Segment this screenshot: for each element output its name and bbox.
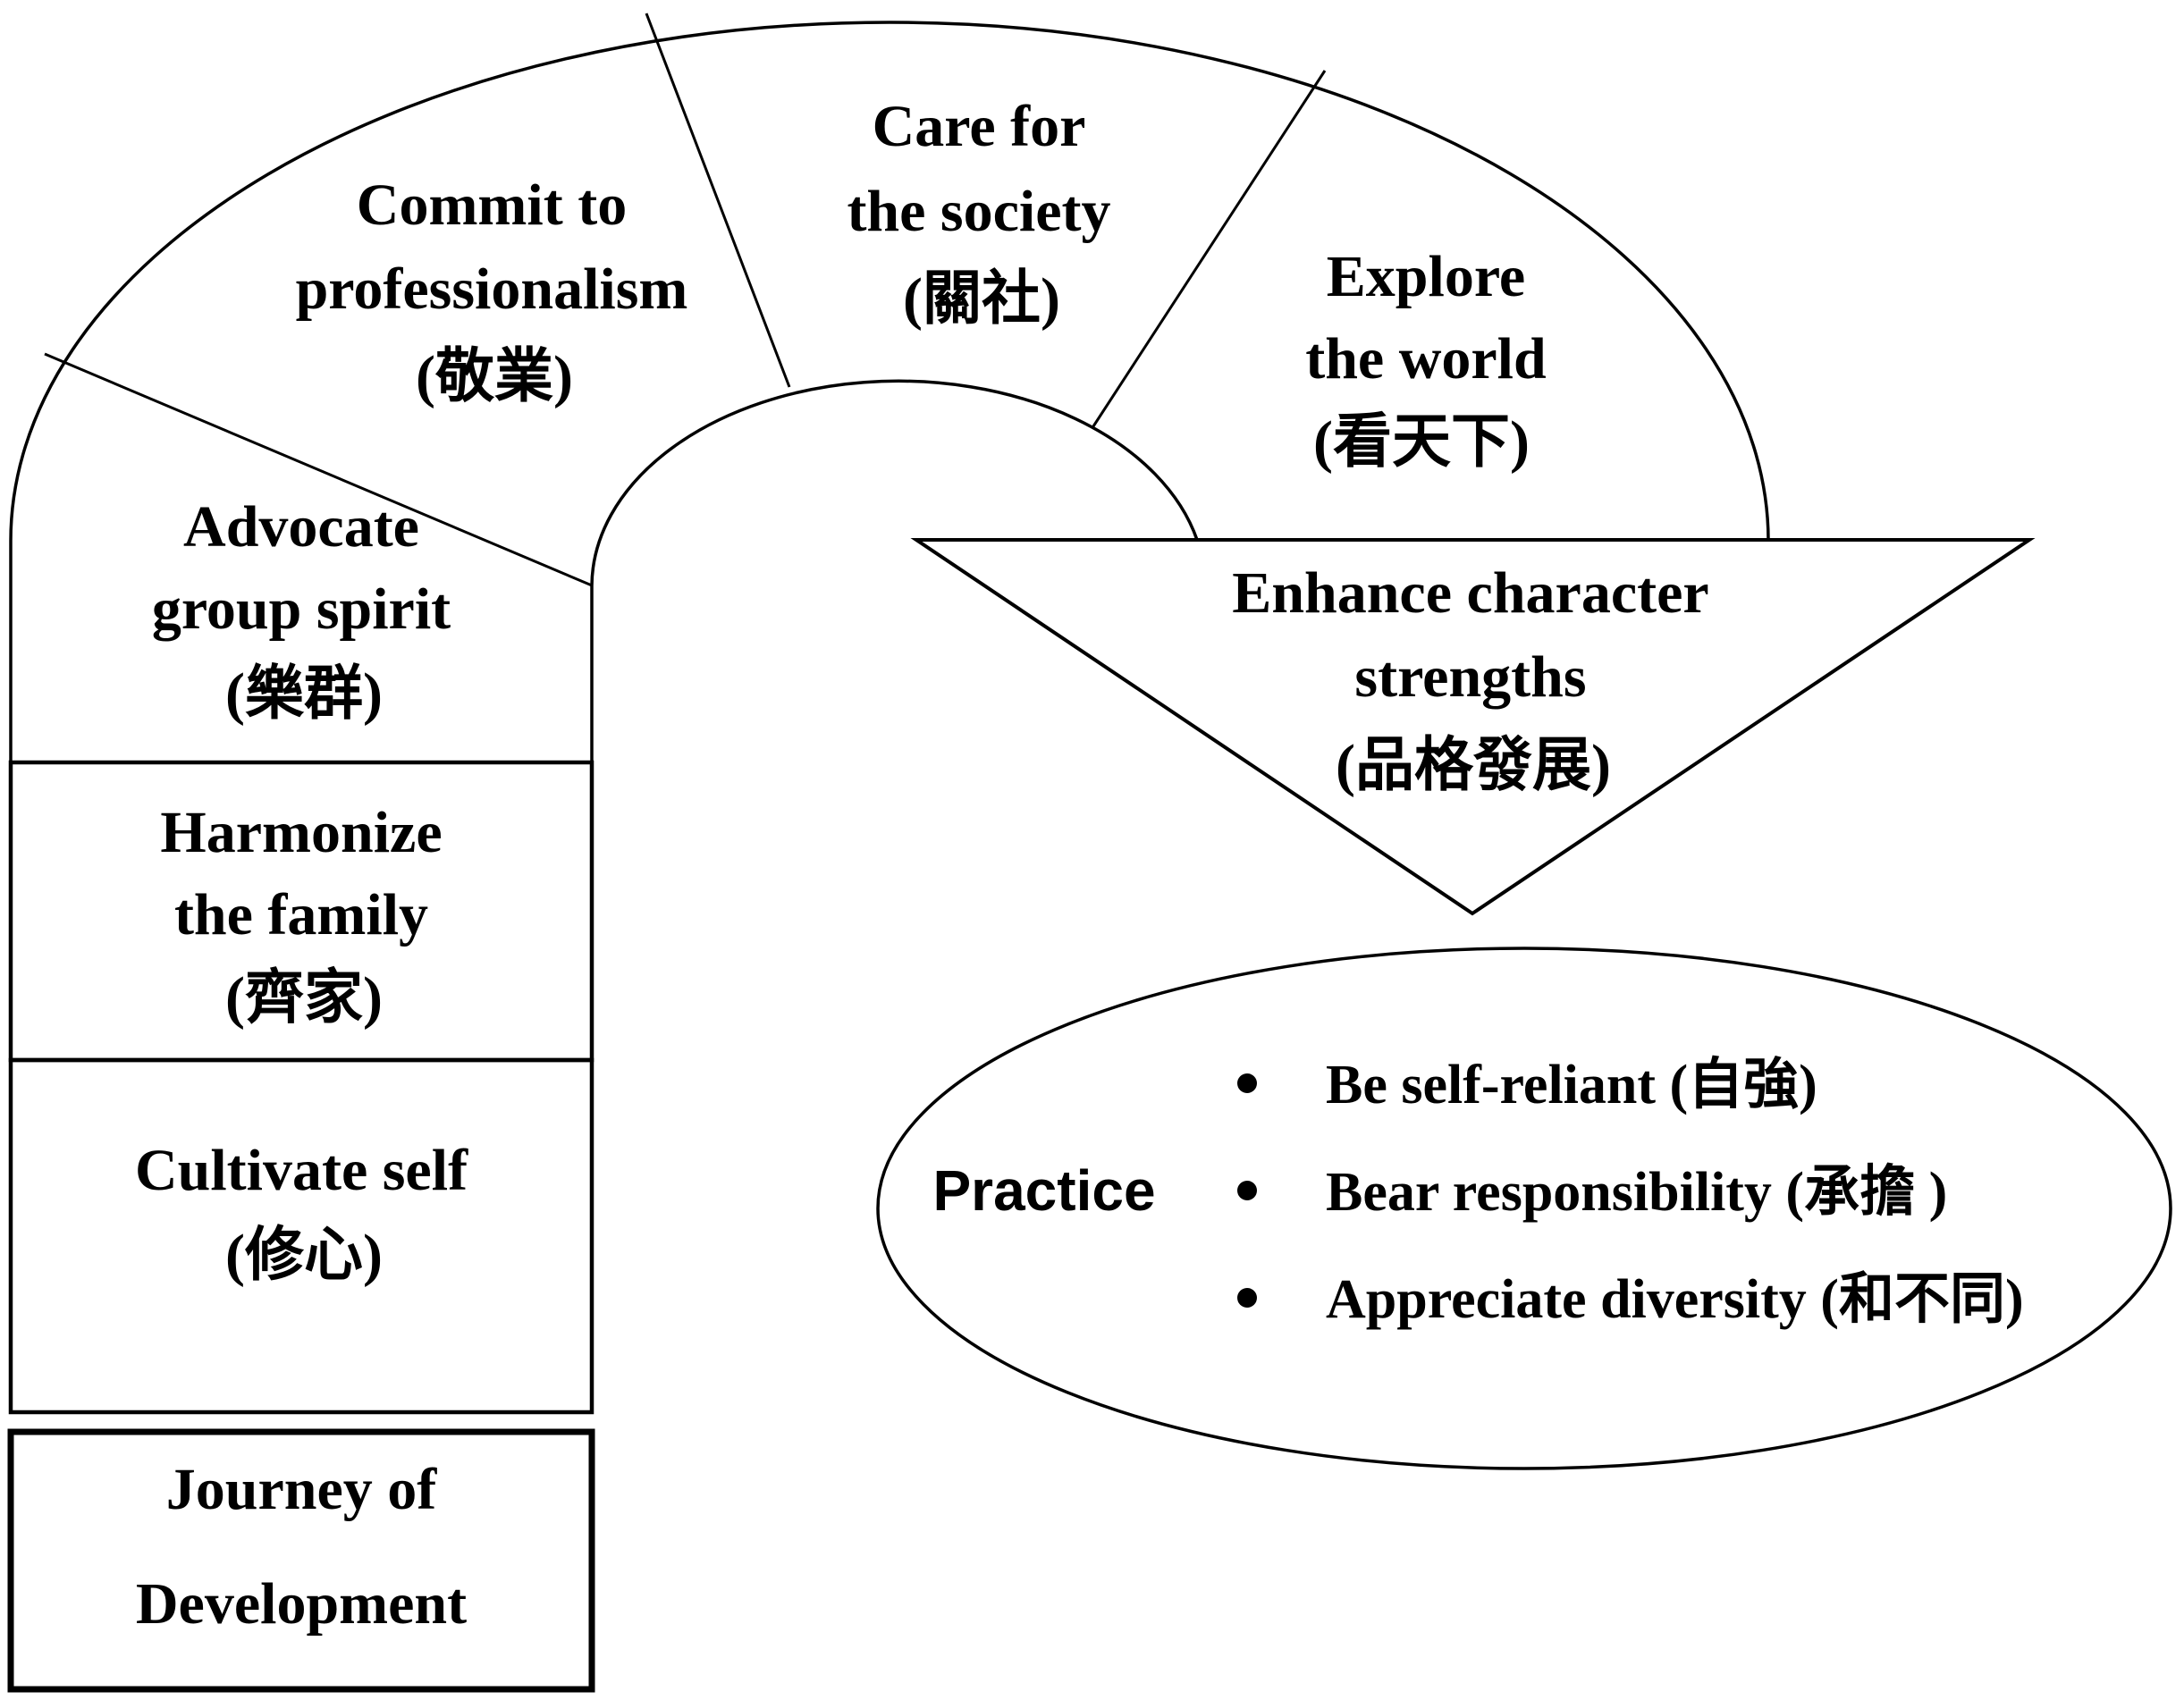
segment-label-line: professionalism (296, 257, 688, 322)
label-enhance-character-strengths: Enhance character strengths (品格發展) (1232, 560, 1708, 798)
label-advocate-group-spirit: Advocate group spirit (樂群) (152, 494, 451, 727)
segment-label-line: the society (847, 179, 1110, 244)
box-label-line: Cultivate self (135, 1138, 468, 1203)
segment-label-line: group spirit (152, 576, 451, 642)
label-cultivate-self: Cultivate self (修心) (135, 1138, 468, 1288)
segment-label-line: Care for (873, 94, 1086, 159)
bullet-item: Be self-reliant (自強) (1326, 1054, 1817, 1115)
triangle-label-line: strengths (1354, 644, 1586, 710)
label-care-for-the-society: Care for the society (關社) (847, 94, 1110, 332)
box-label-line: (齊家) (225, 965, 383, 1031)
segment-label-line: Advocate (183, 494, 419, 560)
segment-label-line: (樂群) (225, 661, 383, 727)
practice-ellipse (876, 947, 2172, 1470)
segment-label-line: Explore (1327, 244, 1525, 309)
box-label-line: Development (136, 1571, 467, 1637)
label-harmonize-the-family: Harmonize the family (齊家) (160, 800, 442, 1031)
arch-outer-arc (9, 21, 1770, 762)
bullet-dot (1237, 1073, 1257, 1093)
box-cultivate-self (8, 1057, 594, 1415)
box-label-line: Harmonize (160, 800, 442, 865)
arch-inner-arc (590, 379, 1199, 762)
segment-label-line: the world (1305, 326, 1546, 391)
label-explore-the-world: Explore the world (看天下) (1305, 244, 1546, 475)
triangle-label-line: Enhance character (1232, 560, 1708, 626)
segment-label-line: (看天下) (1313, 409, 1530, 475)
divider-commit-care (645, 13, 791, 388)
practice-label: Practice (932, 1158, 1155, 1223)
box-label-line: the family (174, 882, 428, 947)
box-label-line: Journey of (166, 1457, 438, 1522)
box-journey-of-development (7, 1428, 595, 1693)
bullet-item: Appreciate diversity (和不同) (1326, 1269, 2024, 1330)
box-label-line: (修心) (225, 1223, 383, 1288)
divider-care-explore (1092, 70, 1327, 427)
bullet-dot (1237, 1288, 1257, 1308)
divider-advocate-commit (44, 352, 593, 587)
label-journey-of-development: Journey of Development (136, 1457, 467, 1637)
triangle-label-line: (品格發展) (1336, 733, 1611, 798)
label-commit-to-professionalism: Commit to professionalism (敬業) (296, 173, 688, 409)
bullet-item: Bear responsibility (承擔 ) (1326, 1161, 1947, 1223)
segment-label-line: (關社) (903, 266, 1060, 332)
triangle-enhance-character (910, 538, 2036, 916)
segment-label-line: (敬業) (416, 344, 573, 409)
bullet-dot (1237, 1181, 1257, 1200)
segment-label-line: Commit to (357, 173, 627, 238)
practice-bullet-list: Be self-reliant (自強) Bear responsibility… (1237, 1054, 2024, 1330)
